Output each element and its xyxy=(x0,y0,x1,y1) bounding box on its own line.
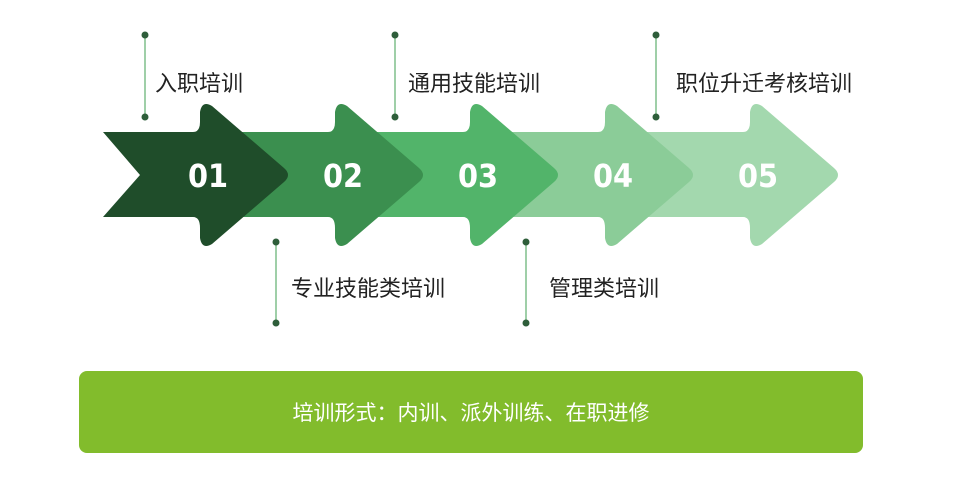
connector-dot xyxy=(272,319,280,327)
step-number: 02 xyxy=(323,157,363,195)
step-number: 03 xyxy=(458,157,498,195)
connector-dot xyxy=(652,113,660,121)
training-format-text: 培训形式：内训、派外训练、在职进修 xyxy=(292,401,650,425)
step-number: 04 xyxy=(593,157,633,195)
step-number: 01 xyxy=(188,157,228,195)
training-format-banner: 培训形式：内训、派外训练、在职进修 xyxy=(79,371,863,453)
label-promotion-assessment: 职位升迁考核培训 xyxy=(676,72,853,97)
label-professional-skills: 专业技能类培训 xyxy=(291,277,446,302)
label-management: 管理类培训 xyxy=(549,277,660,302)
connector-dot xyxy=(141,31,149,39)
label-general-skills: 通用技能培训 xyxy=(408,72,541,97)
connector-dot xyxy=(391,113,399,121)
connector-dot xyxy=(522,238,530,246)
step-number: 05 xyxy=(738,157,778,195)
connector-dot xyxy=(141,113,149,121)
arrow-step-01 xyxy=(103,104,288,246)
connector-dot xyxy=(272,238,280,246)
label-onboarding: 入职培训 xyxy=(155,72,244,97)
connector-dot xyxy=(522,319,530,327)
connector-dot xyxy=(391,31,399,39)
connector-dot xyxy=(652,31,660,39)
